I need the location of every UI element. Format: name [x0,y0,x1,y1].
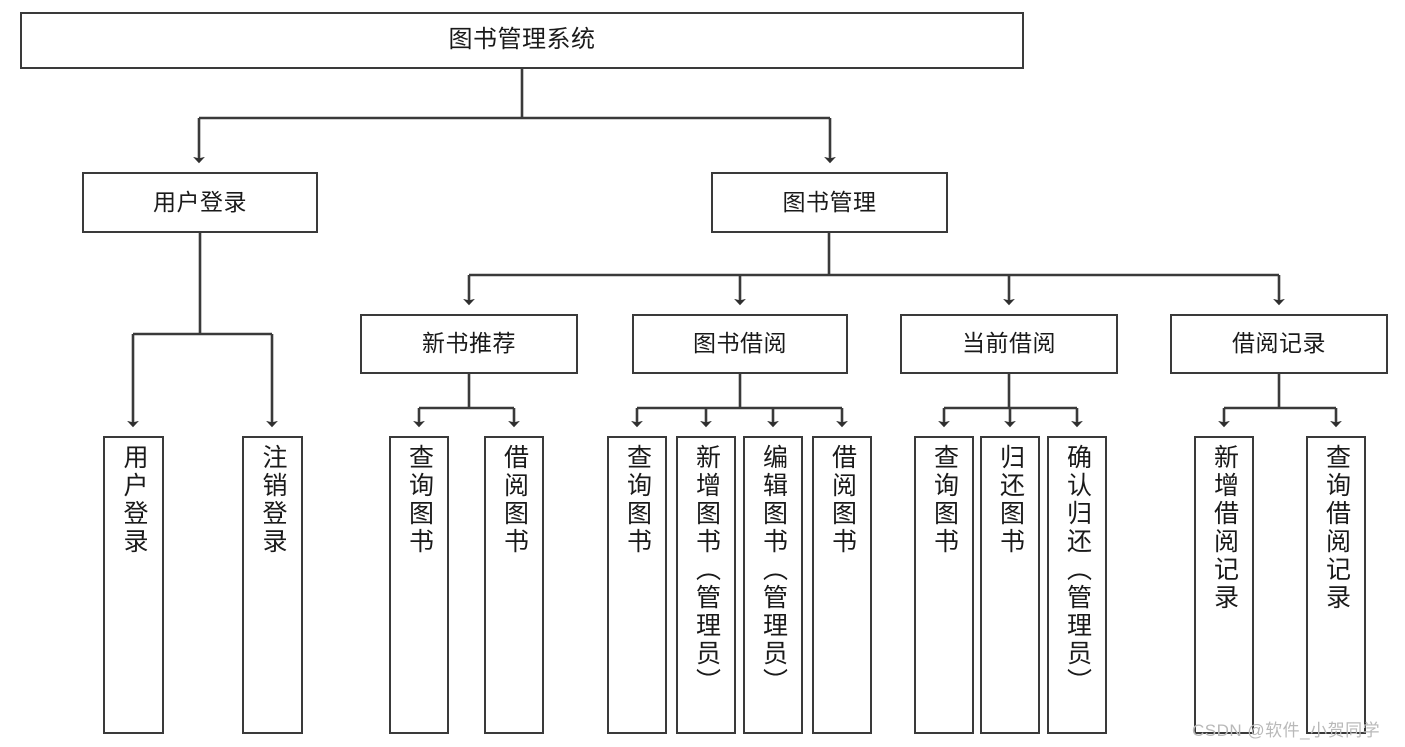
node-label: 编辑图书（管理员） [759,444,788,696]
node-label: 借阅记录 [1232,330,1326,357]
node-current-borrow[interactable]: 当前借阅 [900,314,1118,374]
node-leaf-query-book-cur[interactable]: 查询图书 [914,436,974,734]
node-leaf-user-login[interactable]: 用户登录 [103,436,164,734]
node-user-login[interactable]: 用户登录 [82,172,318,233]
node-label: 借阅图书 [828,444,857,556]
node-leaf-query-book-rec[interactable]: 查询图书 [389,436,449,734]
node-new-book-recommend[interactable]: 新书推荐 [360,314,578,374]
node-root[interactable]: 图书管理系统 [20,12,1024,69]
node-label: 新增借阅记录 [1210,444,1239,612]
node-label: 查询图书 [405,444,434,556]
csdn-watermark: CSDN @软件_小贺同学 [1192,721,1381,740]
node-leaf-add-borrow-record[interactable]: 新增借阅记录 [1194,436,1254,734]
node-label: 查询借阅记录 [1322,444,1351,612]
node-leaf-user-logout[interactable]: 注销登录 [242,436,303,734]
node-label: 图书管理系统 [448,26,596,54]
node-label: 用户登录 [120,444,148,556]
node-leaf-return-book[interactable]: 归还图书 [980,436,1040,734]
node-label: 当前借阅 [962,330,1056,357]
node-leaf-confirm-return-admin[interactable]: 确认归还（管理员） [1047,436,1107,734]
node-label: 新书推荐 [422,330,516,357]
node-label: 注销登录 [259,444,287,556]
node-label: 图书借阅 [693,330,787,357]
node-leaf-query-borrow-record[interactable]: 查询借阅记录 [1306,436,1366,734]
node-borrow-record[interactable]: 借阅记录 [1170,314,1388,374]
node-label: 归还图书 [996,444,1025,556]
node-leaf-query-book-borrow[interactable]: 查询图书 [607,436,667,734]
node-leaf-borrow-book-rec[interactable]: 借阅图书 [484,436,544,734]
node-leaf-add-book-admin[interactable]: 新增图书（管理员） [676,436,736,734]
node-book-manage[interactable]: 图书管理 [711,172,948,233]
node-label: 确认归还（管理员） [1063,444,1092,696]
node-label: 查询图书 [930,444,959,556]
node-leaf-edit-book-admin[interactable]: 编辑图书（管理员） [743,436,803,734]
node-leaf-borrow-book[interactable]: 借阅图书 [812,436,872,734]
node-label: 用户登录 [153,188,247,215]
node-label: 图书管理 [782,188,877,215]
node-label: 借阅图书 [500,444,529,556]
node-book-borrow[interactable]: 图书借阅 [632,314,848,374]
node-label: 新增图书（管理员） [692,444,721,696]
node-label: 查询图书 [623,444,652,556]
